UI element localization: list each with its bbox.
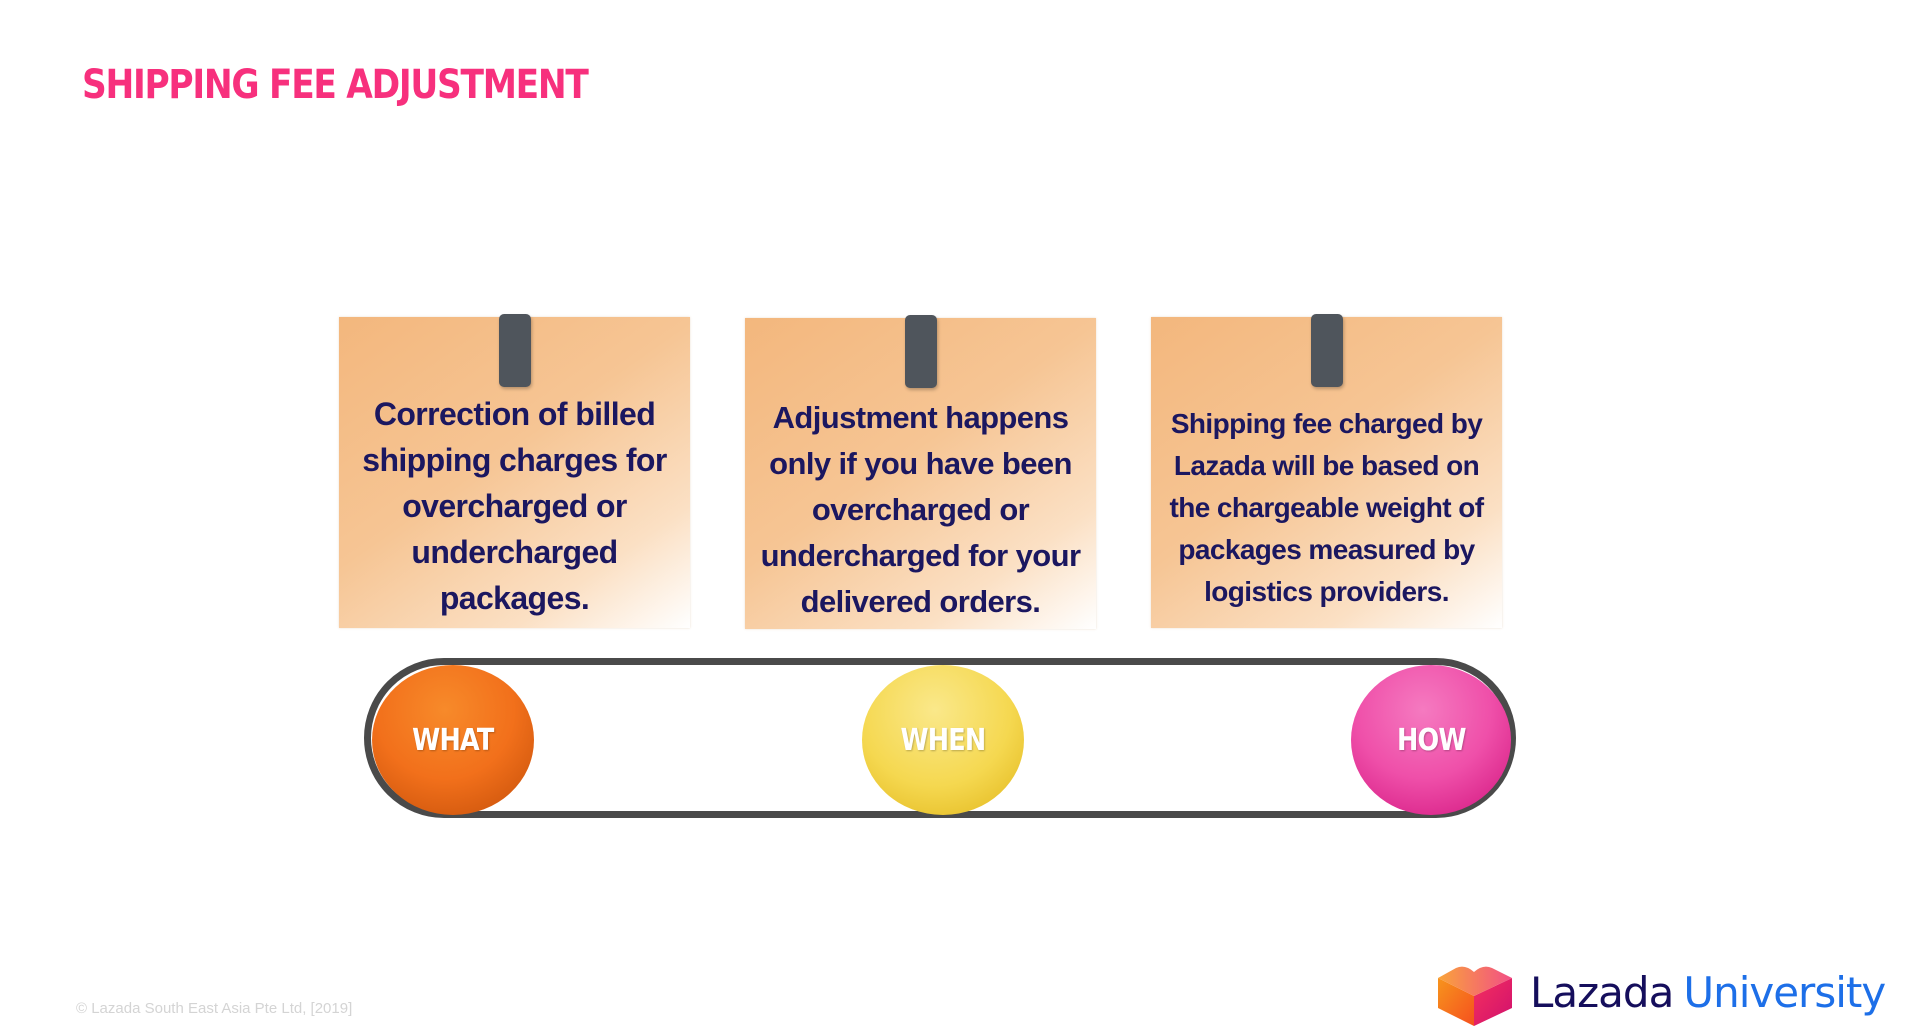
clip-icon <box>1310 314 1343 387</box>
brand-name-part1: Lazada <box>1530 968 1674 1017</box>
lazada-university-logo: Lazada University <box>1436 960 1886 1026</box>
note-what: Correction of billed shipping charges fo… <box>339 314 690 628</box>
step-when-circle: WHEN <box>862 665 1024 815</box>
clip-icon <box>904 315 937 388</box>
note-text: Correction of billed shipping charges fo… <box>362 396 667 616</box>
page-title: SHIPPING FEE ADJUSTMENT <box>82 62 589 108</box>
note-how: Shipping fee charged by Lazada will be b… <box>1151 314 1502 628</box>
step-label: HOW <box>1396 722 1466 758</box>
heart-box-icon <box>1438 966 1512 1026</box>
note-text: Adjustment happens only if you have been… <box>760 399 1081 619</box>
note-text: Shipping fee charged by Lazada will be b… <box>1169 407 1484 607</box>
copyright-text: © Lazada South East Asia Pte Ltd, [2019] <box>76 1000 353 1017</box>
note-when: Adjustment happens only if you have been… <box>745 315 1096 629</box>
step-label: WHAT <box>412 722 494 758</box>
step-label: WHEN <box>900 722 987 758</box>
step-how-circle: HOW <box>1351 665 1511 815</box>
step-what-circle: WHAT <box>372 665 534 815</box>
clip-icon <box>498 314 531 387</box>
brand-name-part2: University <box>1683 968 1886 1017</box>
